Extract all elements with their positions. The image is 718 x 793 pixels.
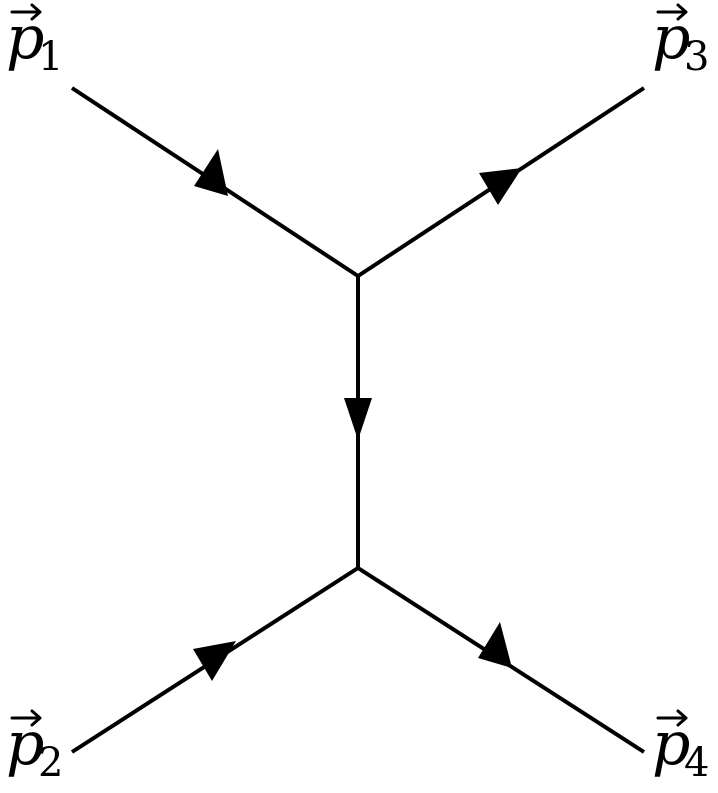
label-p1-symbol: p: [6, 3, 44, 73]
label-p2-symbol: p: [6, 709, 44, 779]
label-p4-subscript: 4: [684, 740, 709, 786]
vector-arrow-icon: [10, 3, 42, 21]
label-p3-symbol: p: [652, 3, 690, 73]
label-p3-subscript: 3: [684, 34, 709, 80]
arrow-p1-icon: [194, 149, 228, 196]
label-p2: p 2: [6, 709, 63, 786]
label-p3: p 3: [652, 3, 709, 80]
label-p1: p 1: [6, 3, 63, 80]
arrow-p4-icon: [478, 622, 512, 668]
vector-arrow-icon: [656, 709, 688, 727]
label-p4: p 4: [652, 709, 709, 786]
label-p4-symbol: p: [652, 709, 690, 779]
arrow-p3-icon: [479, 168, 522, 205]
label-p2-subscript: 2: [38, 740, 63, 786]
arrow-propagator-icon: [344, 398, 372, 440]
vector-arrow-icon: [656, 3, 688, 21]
vector-arrow-icon: [10, 709, 42, 727]
arrow-p2-icon: [193, 641, 236, 681]
label-p1-subscript: 1: [38, 34, 63, 80]
